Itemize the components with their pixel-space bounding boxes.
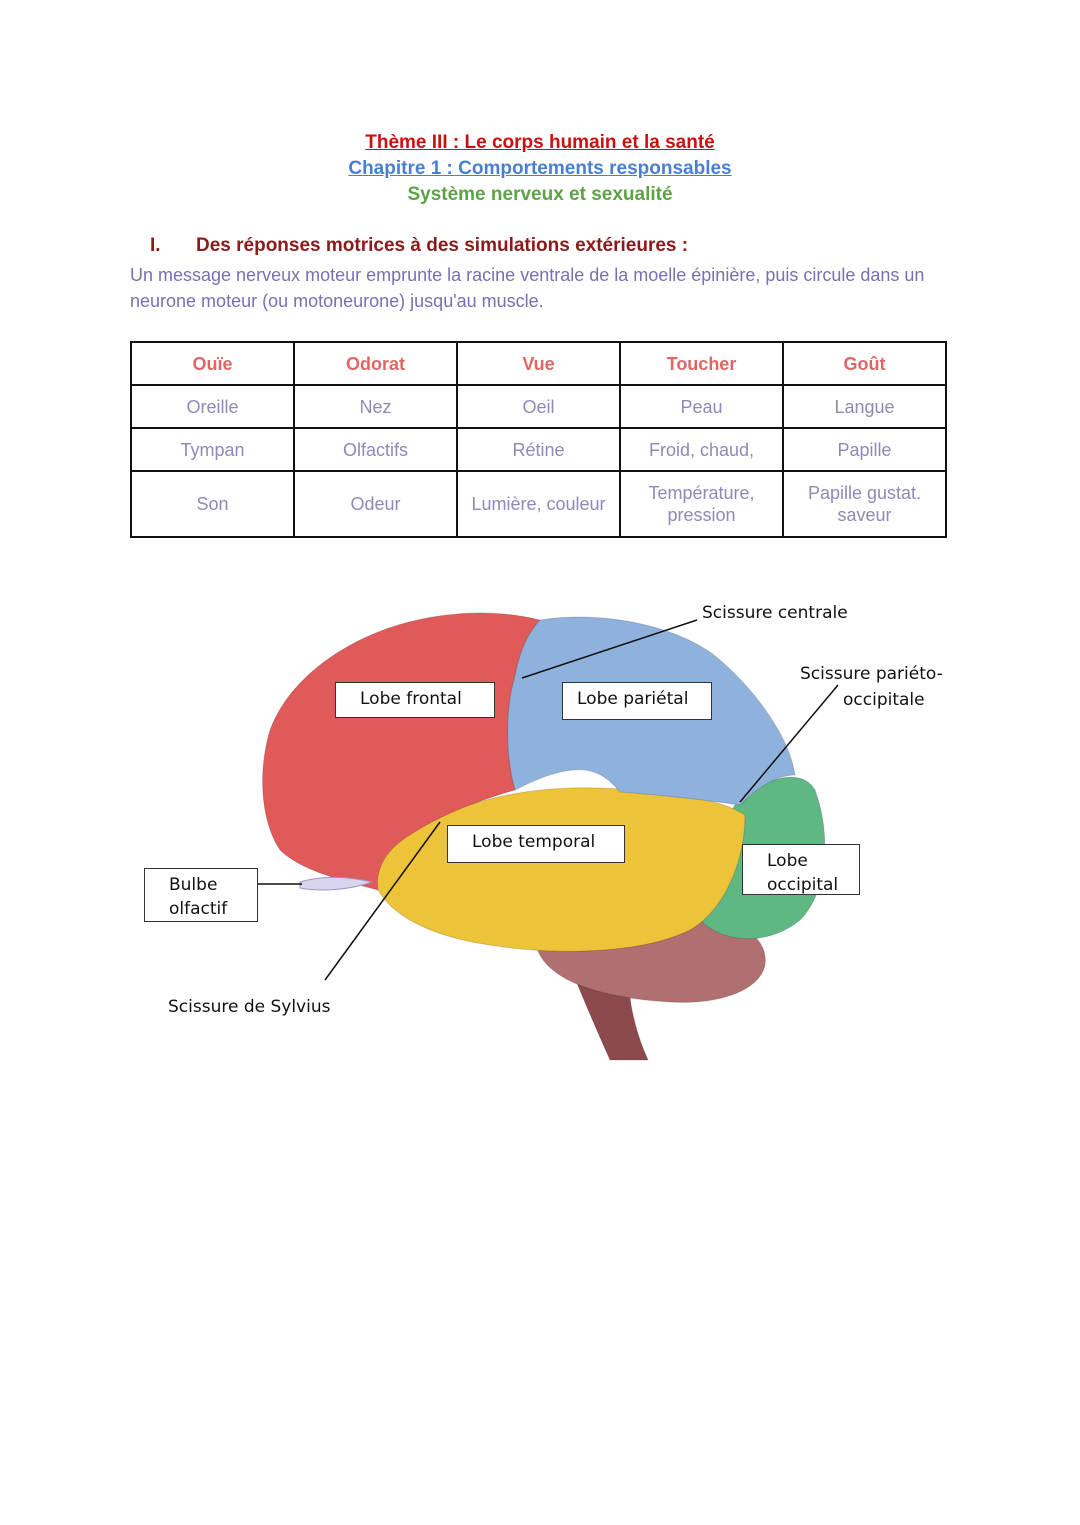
table-cell: Langue: [782, 384, 947, 430]
table-cell: Peau: [619, 384, 784, 430]
label-scissure-parieto: Scissure pariéto-: [800, 664, 943, 684]
section-heading: I. Des réponses motrices à des simulation…: [150, 235, 688, 257]
table-cell: Papille gustat. saveur: [782, 470, 947, 538]
header-cell: Odorat: [293, 340, 458, 387]
table-cell: Oreille: [130, 384, 295, 430]
table-cell: Son: [130, 470, 295, 538]
label-bulbe-olfactif: Bulbe olfactif: [144, 868, 258, 922]
leader-line-centrale: [521, 619, 698, 679]
table-cell: Température, pression: [619, 470, 784, 538]
table-cell: Lumière, couleur: [456, 470, 621, 538]
leader-lines: [258, 619, 839, 981]
table-header-row: Ouïe Odorat Vue Toucher Goût: [130, 340, 947, 387]
table-cell: Nez: [293, 384, 458, 430]
leader-line-parieto: [739, 684, 839, 803]
label-lobe-frontal: Lobe frontal: [335, 682, 495, 718]
section-number: I.: [150, 235, 161, 256]
section-paragraph: Un message nerveux moteur emprunte la ra…: [130, 265, 925, 311]
olfactory-bulb: [299, 877, 374, 891]
brain-illustration: [258, 612, 839, 1061]
section-title-text: Des réponses motrices à des simulations …: [196, 235, 689, 256]
table-cell: Rétine: [456, 427, 621, 473]
header-cell: Vue: [456, 340, 621, 387]
table-cell: Olfactifs: [293, 427, 458, 473]
table-cell: Oeil: [456, 384, 621, 430]
label-lobe-temporal: Lobe temporal: [447, 825, 625, 863]
table-row: Tympan Olfactifs Rétine Froid, chaud, Pa…: [130, 427, 947, 473]
label-lobe-occipital: Lobe occipital: [742, 844, 860, 895]
header-cell: Goût: [782, 340, 947, 387]
chapter-title[interactable]: Chapitre 1 : Comportements responsables: [348, 158, 732, 179]
document-header: Thème III : Le corps humain et la santé …: [0, 130, 1080, 208]
brain-figure: Lobe frontal Lobe pariétal Lobe temporal…: [0, 560, 1080, 1080]
table-row: Son Odeur Lumière, couleur Température, …: [130, 470, 947, 538]
label-lobe-parietal: Lobe pariétal: [562, 682, 712, 720]
label-scissure-sylvius: Scissure de Sylvius: [168, 997, 331, 1017]
header-cell: Ouïe: [130, 340, 295, 387]
senses-table: Ouïe Odorat Vue Toucher Goût Oreille Nez…: [130, 340, 947, 538]
subtitle: Système nerveux et sexualité: [407, 184, 673, 205]
leader-line-sylvius: [324, 821, 441, 981]
header-cell: Toucher: [619, 340, 784, 387]
theme-title: Thème III : Le corps humain et la santé: [365, 132, 715, 153]
table-cell: Tympan: [130, 427, 295, 473]
table-cell: Papille: [782, 427, 947, 473]
table-cell: Froid, chaud,: [619, 427, 784, 473]
label-scissure-parieto-line2: occipitale: [843, 690, 925, 710]
table-row: Oreille Nez Oeil Peau Langue: [130, 384, 947, 430]
label-scissure-centrale: Scissure centrale: [702, 603, 848, 623]
table-cell: Odeur: [293, 470, 458, 538]
